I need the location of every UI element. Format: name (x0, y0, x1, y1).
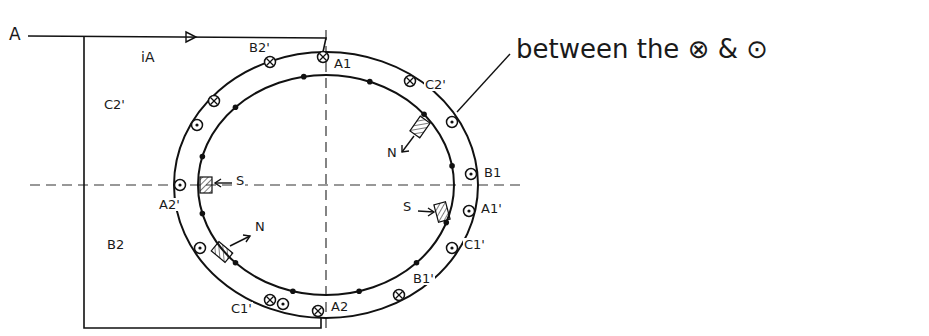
pole-piece (200, 177, 212, 193)
conductor-label: B1 (483, 166, 502, 179)
conductor-label: A1 (333, 57, 352, 70)
conductor-out (192, 120, 203, 131)
slot-dot (421, 111, 427, 117)
slot-dot (356, 288, 362, 294)
slot-dot (443, 220, 449, 226)
current-label: iA (140, 50, 155, 64)
cross-mark (320, 54, 327, 61)
slot-dot (200, 154, 206, 160)
slot-dot (290, 288, 296, 294)
conductor-out (278, 299, 289, 310)
conductor-in (209, 96, 220, 107)
conductor-label: C2' (103, 98, 126, 111)
horizontal-axis (30, 184, 525, 185)
pole-arrow (215, 182, 232, 183)
wire (84, 37, 321, 328)
conductor-in (405, 76, 416, 87)
conductor-out (447, 117, 458, 128)
cross-mark (315, 308, 322, 315)
pole-piece (211, 242, 233, 263)
pole-arrow (402, 136, 414, 152)
terminal-label: A (8, 26, 22, 43)
slot-dot (200, 211, 206, 217)
conductor-label: A2' (158, 198, 181, 211)
conductor-out (195, 243, 206, 254)
conductor-in (265, 57, 276, 68)
cross-mark (211, 98, 218, 105)
cross-mark (315, 308, 322, 315)
leader-line (457, 54, 510, 112)
conductor-label: C2' (424, 78, 447, 91)
dot-mark (467, 209, 470, 212)
conductor-label: B2' (248, 41, 271, 54)
pole-arrow (402, 145, 409, 152)
conductor-out (466, 169, 477, 180)
cross-mark (267, 297, 274, 304)
cross-mark (267, 297, 274, 304)
conductor-label: C1' (463, 238, 486, 251)
cross-mark (267, 59, 274, 66)
pole-piece (410, 116, 430, 138)
conductor-out (447, 243, 458, 254)
pole-arrow (230, 236, 250, 246)
conductor-out (175, 180, 186, 191)
cross-mark (320, 54, 327, 61)
stator-inner (198, 75, 454, 295)
slot-dot (449, 163, 455, 169)
conductor-in (313, 306, 324, 317)
wire (28, 36, 326, 52)
slot-dot (233, 260, 239, 266)
stator-outer (174, 52, 478, 318)
conductor-label: B2 (106, 238, 125, 251)
dot-mark (178, 183, 181, 186)
conductor-label: A1' (480, 202, 503, 215)
note-text: between the ⊗ & ⊙ (515, 36, 769, 62)
cross-mark (267, 59, 274, 66)
conductor-in (394, 290, 405, 301)
cross-mark (407, 78, 414, 85)
cross-mark (211, 98, 218, 105)
pole-arrow (428, 208, 434, 216)
pole-label: N (254, 220, 266, 233)
conductor-label: B1' (412, 272, 435, 285)
dot-mark (469, 172, 472, 175)
conductor-label: C1' (230, 302, 253, 315)
pole-arrow (215, 179, 221, 187)
dot-mark (281, 302, 284, 305)
dot-mark (450, 246, 453, 249)
pole-arrow (243, 235, 250, 242)
conductor-in (265, 295, 276, 306)
pole-label: N (386, 146, 398, 159)
pole-piece (434, 202, 450, 222)
cross-mark (396, 292, 403, 299)
current-arrow (186, 32, 196, 42)
pole-label: S (235, 174, 245, 187)
dot-mark (450, 120, 453, 123)
cross-mark (407, 78, 414, 85)
conductor-out (464, 206, 475, 217)
conductor-in (318, 52, 329, 63)
cross-mark (396, 292, 403, 299)
slot-dot (233, 104, 239, 110)
dot-mark (195, 123, 198, 126)
slot-dot (367, 79, 373, 85)
dot-mark (198, 246, 201, 249)
slot-dot (414, 260, 420, 266)
slot-dot (301, 74, 307, 80)
pole-label: S (402, 200, 412, 213)
conductor-label: A2 (330, 300, 349, 313)
